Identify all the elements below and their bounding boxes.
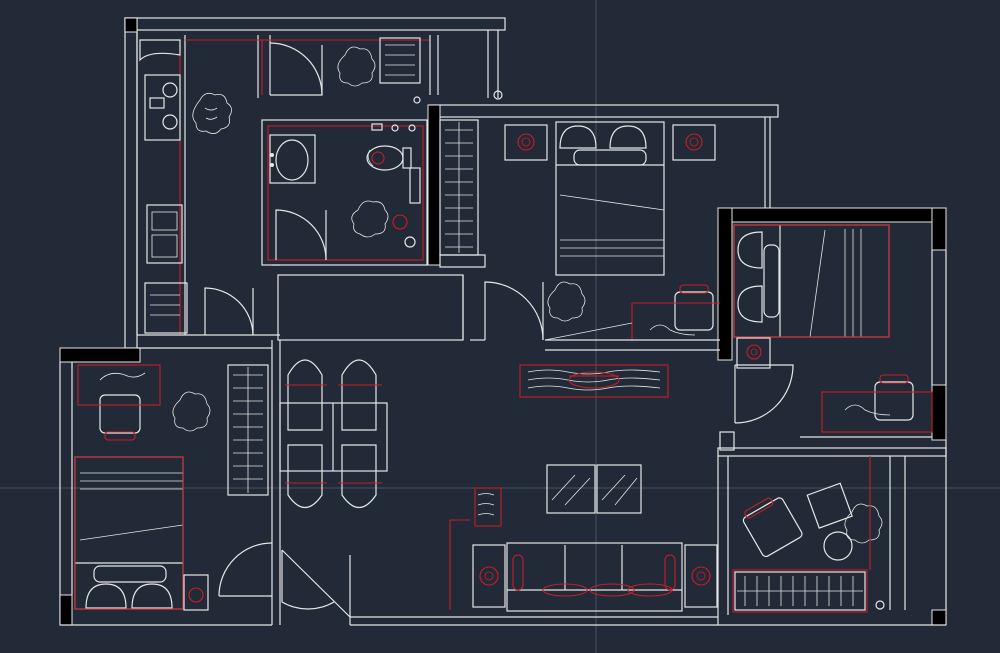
bed-icon [733,224,890,338]
wardrobe-icon [734,571,866,611]
corridor [272,264,464,341]
stove-icon [144,74,181,141]
wardrobe-icon [439,119,479,256]
outer-walls [59,17,947,626]
door-swing-icon [484,281,544,341]
bathroom [261,119,428,266]
wardrobe-icon [227,364,269,496]
utility [185,35,503,104]
sink-icon [146,204,183,264]
nightstand-icon [672,124,716,161]
bed-icon [555,121,665,276]
plant-icon [337,46,376,87]
bedroom-east [719,224,933,451]
plant-icon [844,503,883,544]
master-bedroom [439,119,720,351]
plant-icon [351,200,389,238]
door-swing-icon [204,287,254,336]
nightstand-icon [504,124,548,161]
door-swing-icon [734,364,794,424]
nightstand-icon [183,574,209,611]
living [449,364,718,612]
chair-icon [742,497,803,558]
chair-icon [874,374,914,421]
plant-icon [172,391,211,432]
chair-icon [674,284,714,331]
door-swing-icon [281,550,335,610]
toilet-icon [366,145,412,171]
chair-icon [99,394,141,441]
basin-icon [269,134,316,184]
coffee-table-icon [546,464,642,514]
dining-table-icon [279,359,388,509]
nightstand-icon [736,337,771,369]
kitchen [137,35,280,349]
study [717,456,906,615]
nightstand-icon [684,544,718,608]
washer-icon [144,282,188,334]
door-swing-icon [269,42,323,96]
door-swing-icon [275,209,327,261]
plant-icon [192,92,232,134]
dining [279,359,388,625]
washer-icon [379,37,421,84]
plant-icon [547,281,586,322]
bed-icon [74,456,184,610]
nightstand-icon [472,544,506,608]
sofa-icon [506,542,683,612]
door-swing-icon [218,542,273,597]
bedroom-west [74,364,273,611]
tv-cabinet-icon [519,364,669,398]
